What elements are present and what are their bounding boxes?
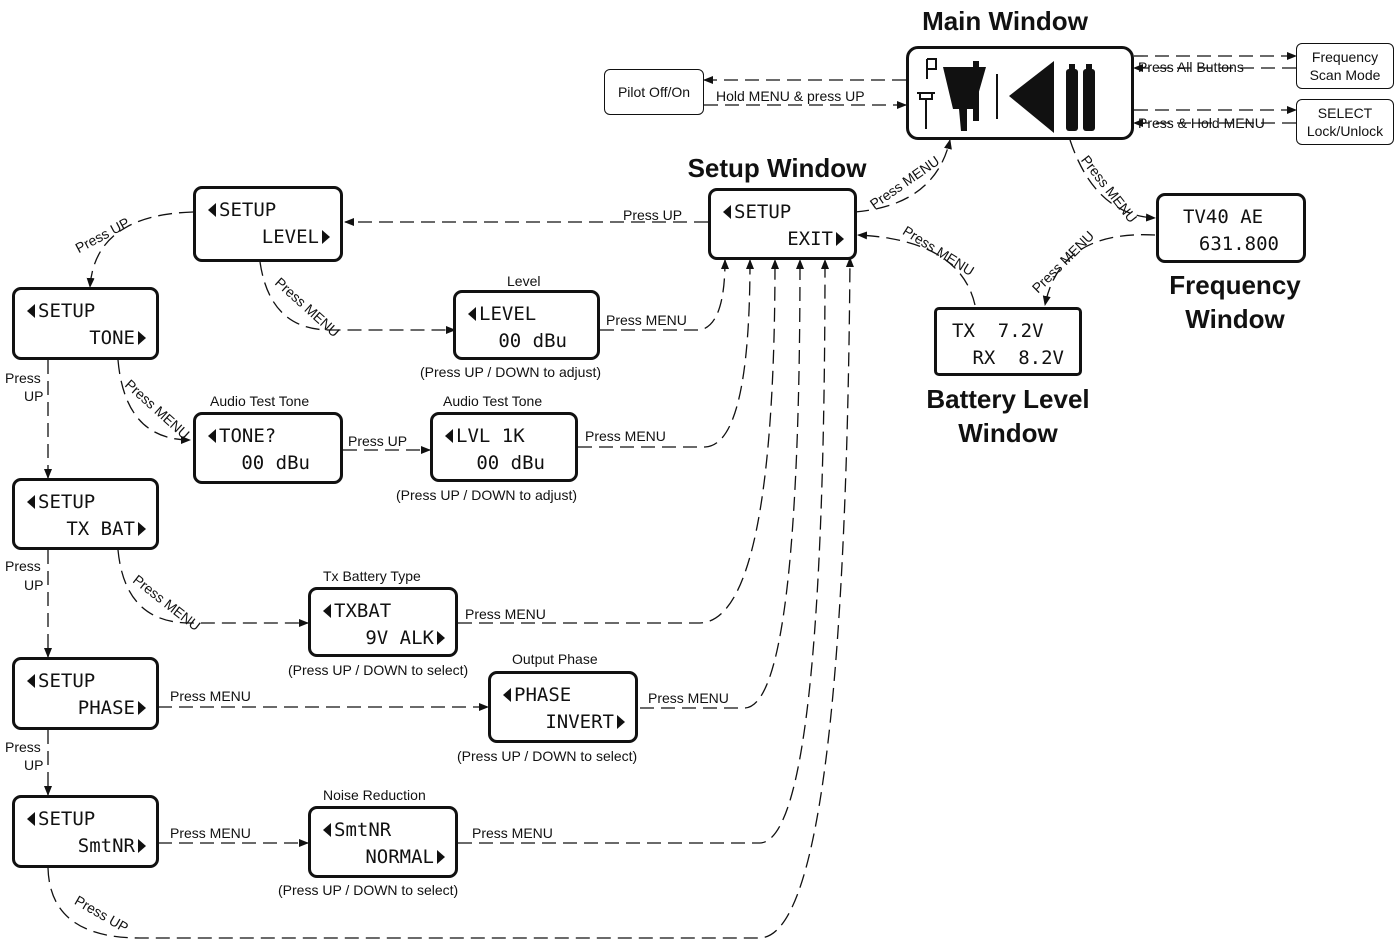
label-press-2: Press [5,558,41,574]
pilot-toggle-box: Pilot Off/On [604,69,704,115]
label-press-menu-phase-out: Press MENU [648,690,729,706]
phase-select-caption: (Press UP / DOWN to select) [457,748,638,764]
setup-level-screen: SETUP LEVEL [193,186,343,262]
lvl1k-adjust-caption: (Press UP / DOWN to adjust) [396,487,578,503]
label-hold-menu-press-up: Hold MENU & press UP [716,88,865,104]
label-press-up-tone: Press UP [348,433,408,449]
level-screen: LEVEL 00 dBu [453,290,600,360]
label-press-menu-phase-in: Press MENU [170,688,251,704]
phase-caption: Output Phase [512,651,598,667]
right-arrow-icon [836,232,844,246]
main-window-title: Main Window [922,6,1088,36]
lvl1k-caption: Audio Test Tone [443,393,543,409]
right-arrow-icon [138,701,146,715]
smtnr-caption: Noise Reduction [323,787,426,803]
label-press-all-buttons: Press All Buttons [1138,59,1244,75]
left-arrow-icon [503,688,511,702]
label-press-menu-smtnr-in: Press MENU [170,825,251,841]
label-up-2: UP [24,577,44,593]
label-press-hold-menu: Press & Hold MENU [1138,115,1265,131]
setup-phase-screen: SETUP PHASE [12,657,159,730]
right-arrow-icon [138,839,146,853]
label-press-menu-level: Press MENU [606,312,687,328]
left-arrow-icon [468,307,476,321]
left-arrow-icon [323,604,331,618]
right-arrow-icon [138,331,146,345]
phase-screen: PHASE INVERT [488,671,638,743]
pilot-flag-icon [926,58,937,79]
label-press-menu-txbat: Press MENU [465,606,546,622]
battery-icon [1066,64,1095,131]
smtnr-select-caption: (Press UP / DOWN to select) [278,882,459,898]
battery-window-title: Battery Level Window [926,384,1090,448]
select-lock-box: SELECT Lock/Unlock [1296,99,1394,145]
label-up-3: UP [24,757,44,773]
label-up-1: UP [24,388,44,404]
label-press-menu-smtnr-out: Press MENU [472,825,553,841]
setup-exit-screen: SETUP EXIT [708,188,857,260]
right-arrow-icon [617,715,625,729]
txbat-select-caption: (Press UP / DOWN to select) [288,662,469,678]
main-window-display [906,46,1134,140]
audio-level-icon [1009,61,1054,133]
txbat-screen: TXBAT 9V ALK [308,587,458,657]
frequency-scan-mode-box: Frequency Scan Mode [1296,43,1394,89]
right-arrow-icon [437,631,445,645]
level-adjust-caption: (Press UP / DOWN to adjust) [420,364,602,380]
setup-tone-screen: SETUP TONE [12,287,159,360]
right-arrow-icon [138,522,146,536]
tone-screen: TONE? 00 dBu [193,412,343,484]
label-press-menu-lvl1k: Press MENU [585,428,666,444]
tuning-bars-icon [943,61,986,131]
left-arrow-icon [323,823,331,837]
battery-level-screen: TX 7.2V RX 8.2V [934,307,1082,376]
label-press-3: Press [5,739,41,755]
tone-caption: Audio Test Tone [210,393,310,409]
lvl1k-screen: LVL 1K 00 dBu [430,412,578,482]
left-arrow-icon [208,203,216,217]
setup-window-title: Setup Window [687,153,867,183]
frequency-window-title: Frequency Window [1169,270,1301,334]
left-arrow-icon [27,812,35,826]
level-caption: Level [507,273,541,289]
label-press-up-setup: Press UP [623,207,683,223]
left-arrow-icon [27,304,35,318]
txbat-caption: Tx Battery Type [323,568,421,584]
setup-smtnr-screen: SETUP SmtNR [12,795,159,868]
frequency-screen: TV40 AE 631.800 [1156,193,1306,263]
setup-txbat-screen: SETUP TX BAT [12,478,159,550]
right-arrow-icon [437,850,445,864]
left-arrow-icon [27,674,35,688]
label-press-1: Press [5,370,41,386]
right-arrow-icon [322,230,330,244]
left-arrow-icon [27,495,35,509]
left-arrow-icon [445,429,453,443]
antenna-icon [917,92,935,129]
smtnr-screen: SmtNR NORMAL [308,806,458,878]
left-arrow-icon [723,205,731,219]
left-arrow-icon [208,429,216,443]
